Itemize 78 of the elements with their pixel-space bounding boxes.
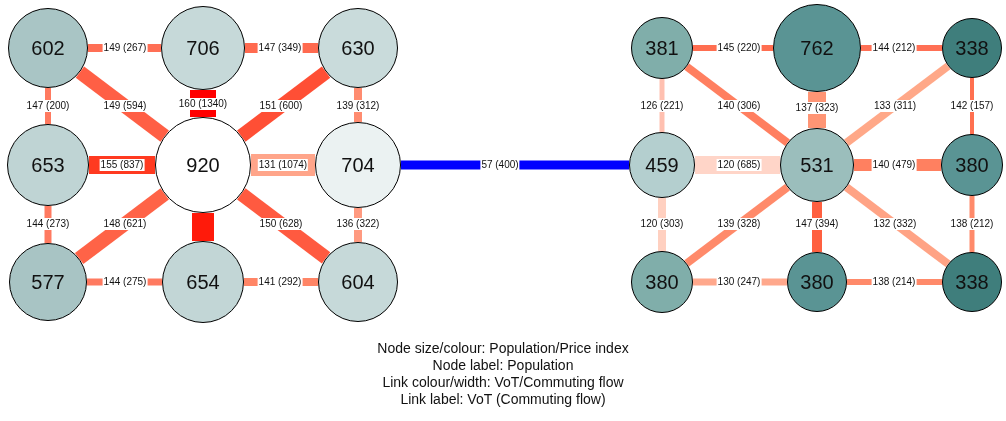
edge-label: 147 (200) [25, 100, 71, 112]
node-value: 704 [341, 153, 375, 177]
edge-label: 120 (303) [639, 218, 685, 230]
network-link [75, 66, 169, 142]
edge-label: 150 (628) [258, 218, 304, 230]
network-link [969, 196, 975, 252]
node-value: 531 [800, 153, 834, 177]
edge-label: 132 (332) [872, 218, 918, 230]
edge-label: 148 (621) [102, 218, 148, 230]
network-link [684, 184, 790, 267]
network-link [658, 198, 666, 251]
node-value: 602 [31, 36, 65, 60]
node-value: 459 [645, 153, 679, 177]
network-link [812, 202, 822, 252]
network-link [89, 156, 155, 174]
edge-label: 145 (220) [716, 42, 762, 54]
edge-label: 120 (685) [716, 159, 762, 171]
population-node-circle [942, 252, 1002, 312]
edge-label: 133 (311) [872, 100, 918, 112]
network-link [354, 88, 362, 122]
node-value: 381 [645, 36, 679, 60]
node-value: 920 [186, 153, 220, 177]
edge-label: 139 (312) [335, 100, 381, 112]
network-link [44, 206, 52, 243]
network-link [659, 79, 665, 132]
network-link [844, 184, 951, 268]
network-link [45, 88, 51, 124]
population-node-circle [942, 18, 1002, 78]
node-value: 338 [955, 36, 989, 60]
network-link [237, 66, 331, 142]
edge-label: 144 (273) [25, 218, 71, 230]
node-value: 630 [341, 36, 375, 60]
edge-label: 141 (292) [257, 276, 303, 288]
legend-note: Node size/colour: Population/Price index [377, 340, 629, 356]
edge-label: 139 (328) [716, 218, 762, 230]
edge-label: 140 (306) [716, 100, 762, 112]
node-value: 604 [341, 270, 375, 294]
legend-note: Link label: VoT (Commuting flow) [400, 391, 606, 407]
edge-label: 57 (400) [480, 159, 520, 171]
edge-label: 149 (267) [102, 42, 148, 54]
network-link [190, 90, 216, 117]
node-value: 762 [800, 36, 834, 60]
edge-label: 142 (157) [949, 100, 995, 112]
node-value: 338 [955, 270, 989, 294]
node-value: 380 [800, 270, 834, 294]
edge-label: 137 (323) [794, 102, 840, 114]
network-link [808, 92, 826, 128]
edge-label: 138 (214) [871, 276, 917, 288]
edge-label: 140 (479) [871, 159, 917, 171]
edge-label: 144 (212) [871, 42, 917, 54]
edge-label: 160 (1340) [177, 98, 229, 110]
network-link [237, 188, 331, 264]
node-value: 653 [31, 153, 65, 177]
network-link [844, 62, 951, 146]
edge-label: 131 (1074) [257, 159, 309, 171]
legend-note: Link colour/width: VoT/Commuting flow [382, 374, 624, 390]
edge-label: 147 (349) [257, 42, 303, 54]
node-value: 577 [31, 270, 65, 294]
node-value: 706 [186, 36, 220, 60]
network-link [74, 188, 169, 265]
network-link [970, 78, 974, 134]
edge-label: 144 (275) [102, 276, 148, 288]
edge-label: 138 (212) [949, 218, 995, 230]
edge-label: 155 (837) [99, 159, 145, 171]
node-value: 654 [186, 270, 220, 294]
population-node-circle [787, 252, 847, 312]
edge-label: 130 (247) [716, 276, 762, 288]
edge-label: 136 (322) [335, 218, 381, 230]
edge-label: 147 (394) [794, 218, 840, 230]
network-link [684, 63, 790, 146]
node-value: 380 [955, 153, 989, 177]
edge-label: 151 (600) [258, 100, 304, 112]
network-link [192, 213, 214, 241]
node-value: 380 [645, 270, 679, 294]
edge-label: 126 (221) [639, 100, 685, 112]
edge-label: 149 (594) [102, 100, 148, 112]
legend-note: Node label: Population [432, 357, 574, 373]
network-link [354, 208, 362, 242]
